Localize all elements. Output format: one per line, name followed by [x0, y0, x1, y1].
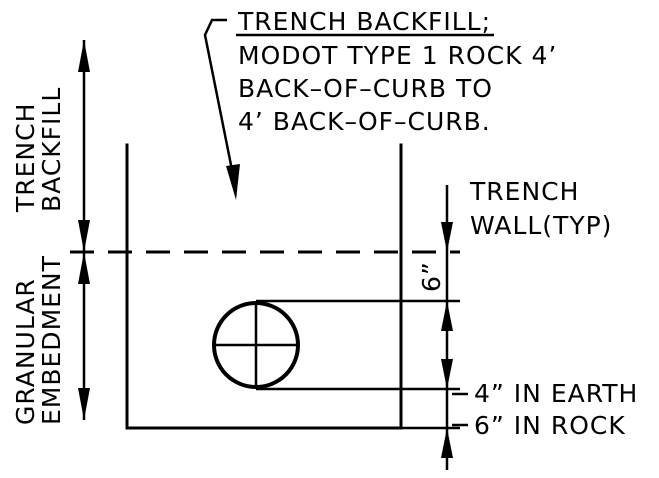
callout-line-1: TRENCH BACKFILL; — [237, 7, 491, 36]
backfill-arrow-bottom — [78, 220, 90, 252]
trench-outline — [125, 143, 403, 430]
embedment-arrow-top — [78, 252, 90, 284]
pipe-dim-arrow-top — [441, 301, 453, 331]
pipe — [212, 301, 300, 389]
trench-wall-label-2: WALL(TYP) — [470, 211, 612, 240]
right-dimension: 6” — [417, 185, 468, 470]
bedding-dim-arrow — [441, 428, 453, 458]
six-inch-rock-label: 6” IN ROCK — [474, 411, 626, 440]
granular-embedment-label-2: EMBEDMENT — [37, 255, 66, 425]
trench-wall-label-1: TRENCH — [469, 177, 579, 206]
pipe-dim-arrow-bottom — [441, 359, 453, 389]
six-inch-label: 6” — [417, 261, 446, 292]
trench-backfill-label-2: BACKFILL — [37, 87, 66, 212]
callout-note: TRENCH BACKFILL; MODOT TYPE 1 ROCK 4’ BA… — [203, 7, 557, 200]
four-inch-earth-label: 4” IN EARTH — [474, 379, 638, 408]
callout-line-3: BACK–OF–CURB TO — [238, 74, 493, 103]
granular-embedment-label-1: GRANULAR — [11, 278, 40, 425]
backfill-arrow-top — [78, 40, 90, 72]
wall-dim-arrow — [441, 222, 453, 252]
callout-leader-arrowhead — [226, 164, 240, 200]
left-dimension: TRENCH BACKFILL GRANULAR EMBEDMENT — [11, 40, 90, 425]
callout-leader — [203, 18, 238, 191]
callout-line-2: MODOT TYPE 1 ROCK 4’ — [238, 41, 557, 70]
embedment-arrow-bottom — [78, 388, 90, 420]
callout-line-4: 4’ BACK–OF–CURB. — [238, 107, 491, 136]
trench-backfill-label-1: TRENCH — [11, 103, 40, 213]
